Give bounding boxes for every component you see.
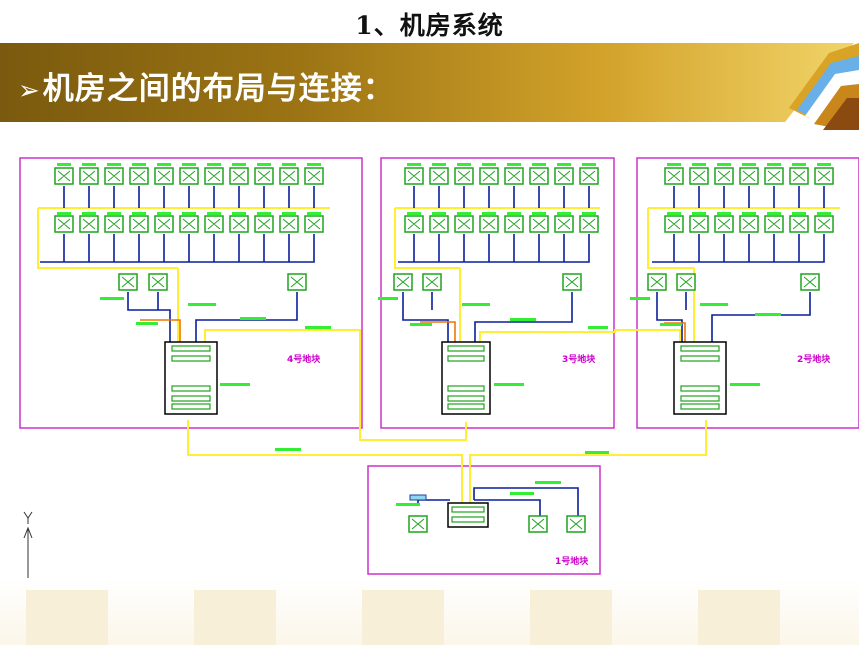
- room-border-block4: [19, 157, 363, 429]
- device-x-icon: [57, 170, 831, 530]
- slide-title: 1、机房系统: [355, 11, 504, 40]
- arrow-bullet-icon: ➢: [18, 76, 41, 106]
- rack-cabinet-icon: [164, 341, 727, 528]
- network-diagram: 4号地块 3号地块 2号地块 1号地块: [19, 157, 859, 578]
- rack-unit-slots: [171, 345, 720, 523]
- banner-heading-text: 机房之间的布局与连接：: [42, 71, 395, 107]
- footer-background: [0, 578, 859, 645]
- block-label-2: 2号地块: [797, 353, 831, 365]
- room-border-block1: [367, 465, 601, 575]
- banner-heading: ➢机房之间的布局与连接：: [18, 63, 395, 108]
- block-label-3: 3号地块: [562, 353, 596, 365]
- corner-logo-icon: [779, 38, 859, 130]
- room-border-block3: [380, 157, 615, 429]
- device-row-block3-mid: [404, 215, 599, 233]
- device-label-marks: [57, 163, 831, 506]
- room-border-block2: [636, 157, 859, 429]
- block-label-4: 4号地块: [287, 353, 321, 365]
- section-banner: ➢机房之间的布局与连接：: [0, 43, 859, 122]
- patch-panel-icon: [409, 494, 427, 501]
- axis-y-icon: [23, 511, 33, 578]
- device-row-block3-top: [404, 167, 599, 185]
- block-label-1: 1号地块: [555, 555, 589, 567]
